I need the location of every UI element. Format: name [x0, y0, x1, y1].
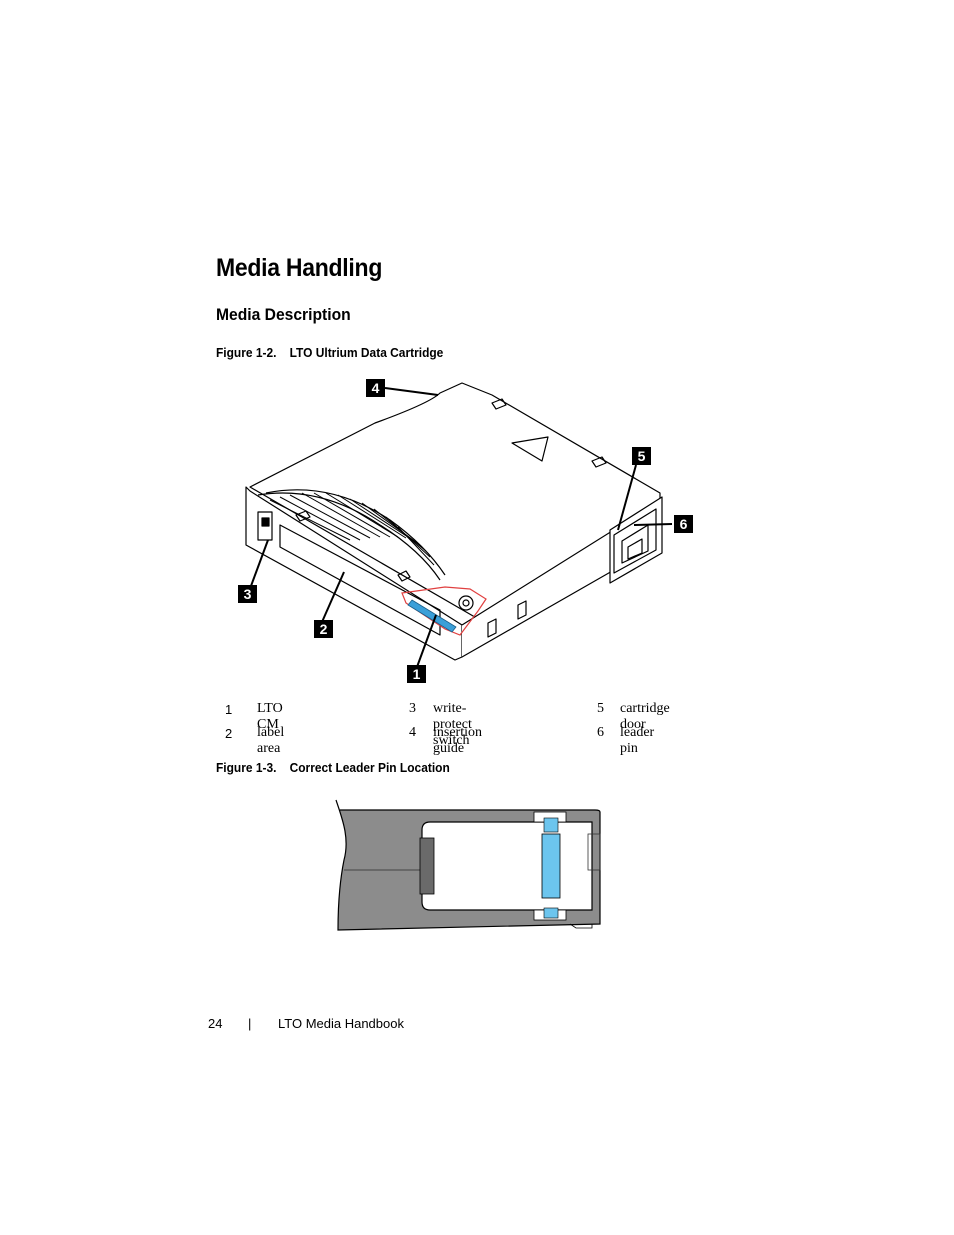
legend-num: 2: [225, 726, 233, 741]
figure-number: Figure 1-2.: [216, 345, 277, 360]
legend-label: cartridge door: [620, 701, 670, 732]
callout-4: 4: [366, 379, 385, 397]
callout-3: 3: [238, 585, 257, 603]
legend-num: 3: [409, 701, 416, 716]
legend-label: LTO CM: [257, 701, 283, 732]
cartridge-drawing: [245, 382, 673, 668]
section-title: Media Description: [216, 305, 351, 324]
legend-num: 6: [597, 725, 604, 740]
callout-1: 1: [407, 665, 426, 683]
legend-label: leader pin: [620, 725, 655, 756]
legend-label: label area: [257, 725, 285, 756]
figure-caption-2: Figure 1-3. Correct Leader Pin Location: [216, 760, 450, 775]
legend-num: 5: [597, 701, 604, 716]
callout-5: 5: [632, 447, 651, 465]
legend-label: write-protect switch: [433, 701, 472, 748]
callout-6: 6: [674, 515, 693, 533]
leader-pin-drawing: [335, 799, 601, 931]
figure-title: Correct Leader Pin Location: [289, 760, 450, 775]
legend-num: 4: [409, 725, 416, 740]
page-number: 24: [208, 1016, 223, 1031]
figure-caption-1: Figure 1-2. LTO Ultrium Data Cartridge: [216, 345, 443, 360]
footer-separator: |: [248, 1016, 252, 1031]
legend-label: insertion guide: [433, 725, 482, 756]
callout-2: 2: [314, 620, 333, 638]
figure-title: LTO Ultrium Data Cartridge: [289, 345, 444, 360]
leader-pin-illustration: [330, 798, 610, 938]
cartridge-illustration: 1 2 3 4 5 6: [230, 375, 700, 685]
legend-num: 1: [225, 702, 233, 717]
page-title: Media Handling: [216, 254, 383, 282]
footer-book-title: LTO Media Handbook: [278, 1016, 404, 1031]
figure-number: Figure 1-3.: [216, 760, 277, 775]
